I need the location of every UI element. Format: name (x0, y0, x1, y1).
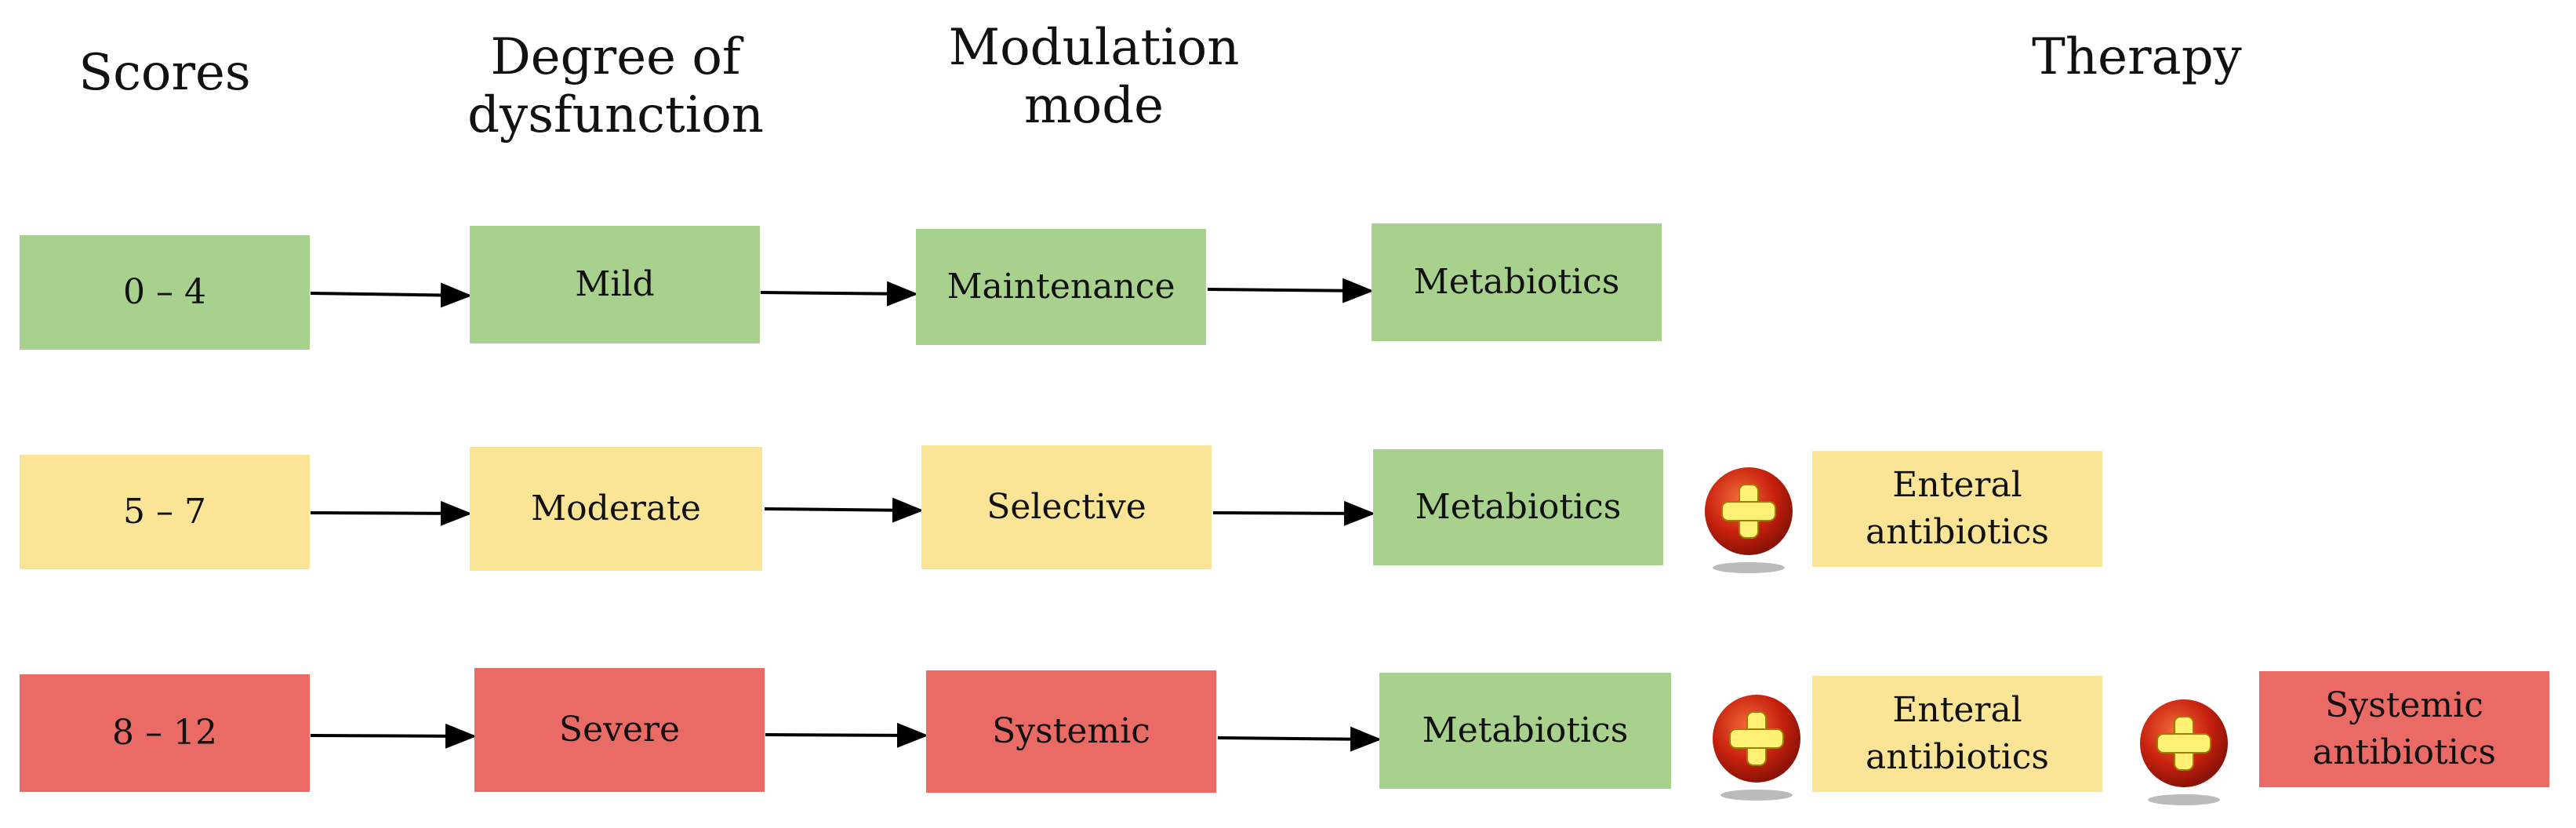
degree-box-row3: Severe (474, 668, 765, 792)
degree-box-row2: Moderate (470, 447, 762, 571)
header-therapy: Therapy (2032, 28, 2242, 86)
degree-box-row1: Mild (470, 226, 760, 343)
plus-icon (2140, 699, 2228, 805)
therapy-metabiotics-row1: Metabiotics (1372, 223, 1662, 341)
arrow-row1-mode-to-therapy (1207, 278, 1374, 303)
therapy-metabiotics-row2: Metabiotics (1373, 449, 1663, 565)
arrow-row2-mode-to-therapy (1212, 500, 1375, 526)
mode-box-row2: Selective (921, 445, 1212, 569)
header-scores: Scores (78, 44, 251, 102)
plus-icon (1705, 467, 1793, 573)
score-box-row3: 8 – 12 (20, 674, 310, 792)
score-box-row2: 5 – 7 (20, 455, 310, 569)
therapy-systemic-antibiotics-row3: Systemic antibiotics (2259, 671, 2549, 787)
arrow-row3-mode-to-therapy (1217, 726, 1382, 752)
arrow-row1-degree-to-mode (760, 281, 918, 307)
therapy-enteral-antibiotics-row3: Enteral antibiotics (1812, 676, 2102, 792)
arrow-row1-score-to-degree (310, 282, 472, 308)
arrow-row2-score-to-degree (310, 500, 472, 526)
score-box-row1: 0 – 4 (20, 235, 310, 350)
header-modulation-mode: Modulation mode (948, 19, 1240, 135)
therapy-enteral-antibiotics-row2: Enteral antibiotics (1812, 451, 2102, 567)
mode-box-row1: Maintenance (916, 229, 1206, 345)
plus-icon (1713, 695, 1800, 801)
header-degree-of-dysfunction: Degree of dysfunction (467, 28, 764, 144)
mode-box-row3: Systemic (926, 670, 1216, 793)
therapy-metabiotics-row3: Metabiotics (1379, 673, 1671, 789)
arrow-row2-degree-to-mode (764, 497, 924, 523)
arrow-row3-score-to-degree (310, 723, 477, 749)
